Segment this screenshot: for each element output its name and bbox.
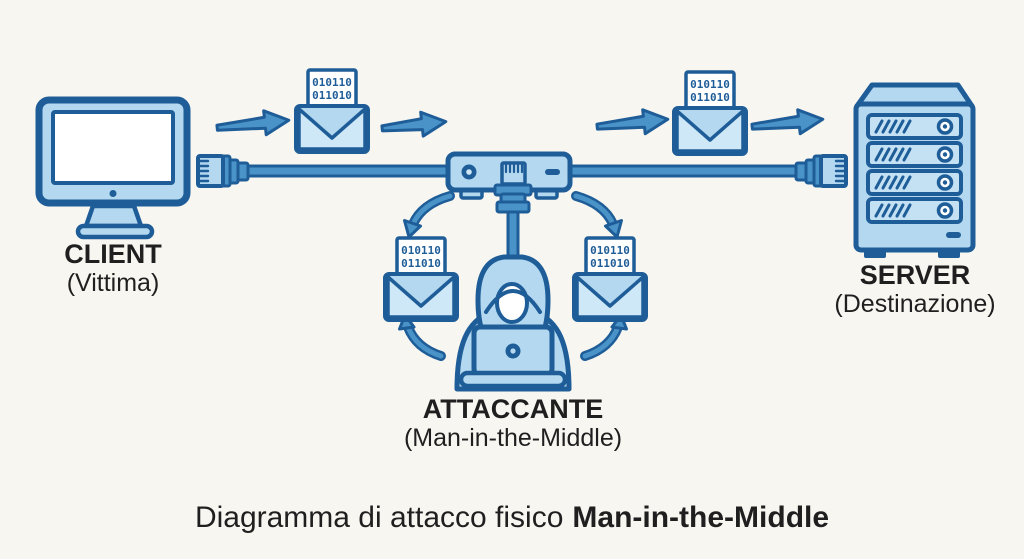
client-subtitle: (Vittima) [67,269,160,297]
server-slot [866,197,963,224]
packet-binary-line: 011010 [401,257,441,270]
server-slot [866,113,963,140]
packet-binary-line: 010110 [590,244,630,257]
client-title: CLIENT [64,239,162,269]
curved-arrow-tap-to-right-packet [571,191,623,239]
client-computer-icon [35,96,191,240]
packet-envelope-icon: 010110 011010 010110 [383,236,459,322]
server-slot [866,169,963,196]
flow-arrow-packet-to-tap [380,110,448,138]
diagram-caption: Diagramma di attacco fisico Man-in-the-Mi… [195,501,829,534]
packet-binary-line: 011010 [590,257,630,270]
network-tap-icon [445,151,573,214]
ethernet-plug-server-icon [794,154,848,188]
packet-binary-line: 010110 [401,244,441,257]
packet-envelope-icon: 010110 011010 010110 [572,236,648,322]
attacker-title: ATTACCANTE [423,394,603,424]
flow-arrow-tap-to-packet [595,108,670,136]
flow-arrow-packet-to-server [750,108,825,136]
flow-arrow-client-to-packet [215,109,291,137]
packet-binary-line: 011010 [690,91,730,104]
ethernet-plug-client-icon [196,154,250,188]
attacker-subtitle: (Man-in-the-Middle) [404,424,622,452]
packet-binary-line: 010110 [312,76,352,89]
caption-bold: Man-in-the-Middle [572,501,829,534]
packet-binary-line: 011010 [312,89,352,102]
server-title: SERVER [860,260,971,290]
server-rack-icon [853,82,976,258]
caption-regular: Diagramma di attacco fisico [195,501,563,534]
server-subtitle: (Destinazione) [834,290,995,318]
packet-envelope-icon: 010110 011010 010110 [672,70,748,156]
server-slot [866,141,963,168]
curved-arrow-tap-to-left-packet [403,191,455,239]
packet-binary-line: 010110 [690,78,730,91]
packet-envelope-icon: 010110 011010 010110 [294,68,370,154]
attacker-hooded-figure-icon [454,254,572,392]
